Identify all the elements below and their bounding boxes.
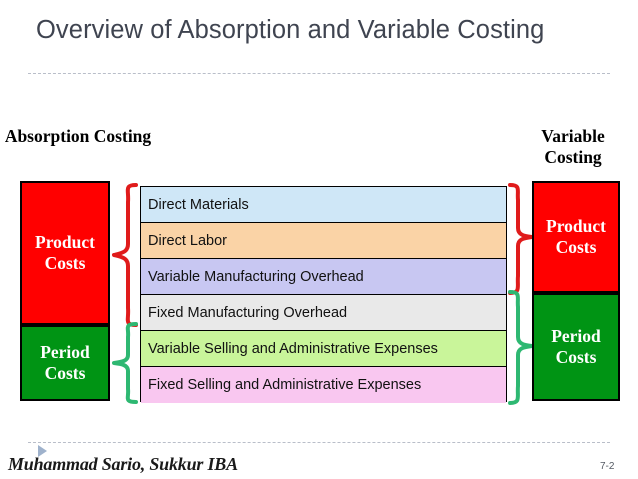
variable-product-brace (507, 182, 535, 296)
variable-costing-caption: Variable Costing (541, 126, 605, 167)
table-row: Direct Materials (141, 187, 506, 223)
title-divider (28, 73, 610, 74)
absorption-period-costs-box: Period Costs (20, 325, 110, 401)
variable-product-costs-label: Product Costs (546, 216, 606, 257)
table-row: Variable Selling and Administrative Expe… (141, 331, 506, 367)
table-row: Fixed Manufacturing Overhead (141, 295, 506, 331)
absorption-period-costs-label: Period Costs (40, 342, 90, 383)
cost-row-label: Fixed Selling and Administrative Expense… (148, 377, 422, 393)
variable-period-costs-box: Period Costs (532, 293, 620, 401)
table-row: Direct Labor (141, 223, 506, 259)
table-row: Variable Manufacturing Overhead (141, 259, 506, 295)
absorption-product-costs-label: Product Costs (35, 232, 95, 273)
absorption-period-brace (110, 321, 140, 405)
cost-row-label: Variable Selling and Administrative Expe… (148, 340, 438, 357)
variable-period-brace (507, 289, 535, 407)
cost-row-label: Direct Materials (148, 196, 249, 213)
variable-product-costs-box: Product Costs (532, 181, 620, 293)
page-number: 7-2 (600, 461, 615, 472)
footer-divider (28, 442, 610, 443)
cost-row-label: Variable Manufacturing Overhead (148, 268, 364, 285)
footer-author: Muhammad Sario, Sukkur IBA (8, 454, 238, 474)
play-triangle-icon (38, 445, 47, 457)
table-row: Fixed Selling and Administrative Expense… (141, 367, 506, 403)
absorption-product-costs-box: Product Costs (20, 181, 110, 325)
cost-category-table: Direct Materials Direct Labor Variable M… (140, 186, 507, 403)
absorption-product-brace (110, 182, 140, 328)
variable-period-costs-label: Period Costs (551, 326, 601, 367)
absorption-costing-caption: Absorption Costing (4, 126, 152, 146)
cost-row-label: Direct Labor (148, 232, 227, 249)
page-title: Overview of Absorption and Variable Cost… (36, 16, 545, 44)
cost-row-label: Fixed Manufacturing Overhead (148, 304, 348, 321)
